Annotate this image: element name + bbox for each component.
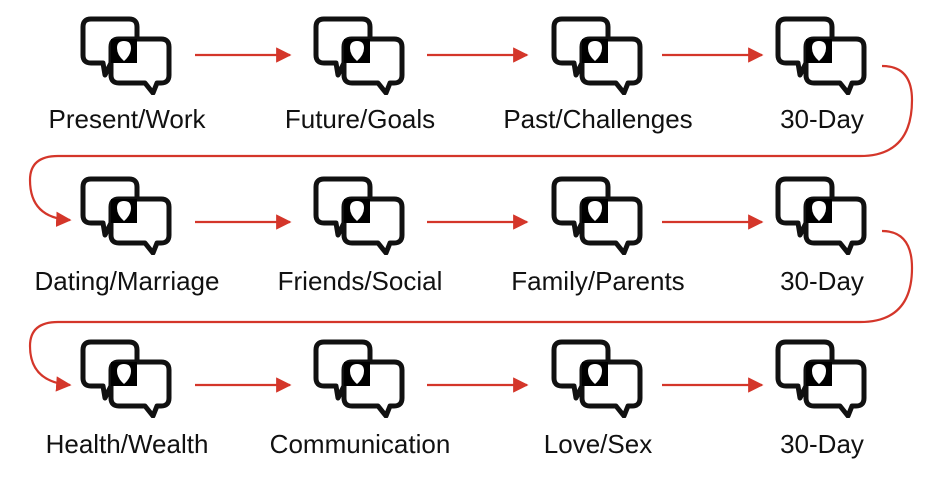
chat-bubbles-heart-icon	[77, 338, 177, 419]
arrow-wrap-around	[28, 229, 914, 392]
chat-bubbles-heart-icon	[548, 15, 648, 96]
step-label: Present/Work	[48, 104, 206, 134]
chat-bubbles-heart-icon	[77, 175, 177, 256]
step-label: Past/Challenges	[503, 104, 693, 134]
chat-bubbles-heart-icon	[772, 175, 872, 256]
step-label: 30-Day	[780, 429, 864, 459]
step-label: Friends/Social	[277, 266, 443, 296]
step-label: Future/Goals	[284, 104, 436, 134]
chat-bubbles-heart-icon	[310, 15, 410, 96]
chat-bubbles-heart-icon	[772, 15, 872, 96]
chat-bubbles-heart-icon	[772, 338, 872, 419]
chat-bubbles-heart-icon	[310, 338, 410, 419]
chat-bubbles-heart-icon	[548, 338, 648, 419]
chat-bubbles-heart-icon	[310, 175, 410, 256]
step-label: Health/Wealth	[45, 429, 209, 459]
arrow-wrap-around	[28, 64, 914, 227]
step-label: 30-Day	[780, 104, 864, 134]
chat-bubbles-heart-icon	[77, 15, 177, 96]
step-label: 30-Day	[780, 266, 864, 296]
step-label: Love/Sex	[543, 429, 653, 459]
step-label: Dating/Marriage	[34, 266, 220, 296]
step-label: Communication	[269, 429, 451, 459]
chat-bubbles-heart-icon	[548, 175, 648, 256]
step-label: Family/Parents	[511, 266, 685, 296]
